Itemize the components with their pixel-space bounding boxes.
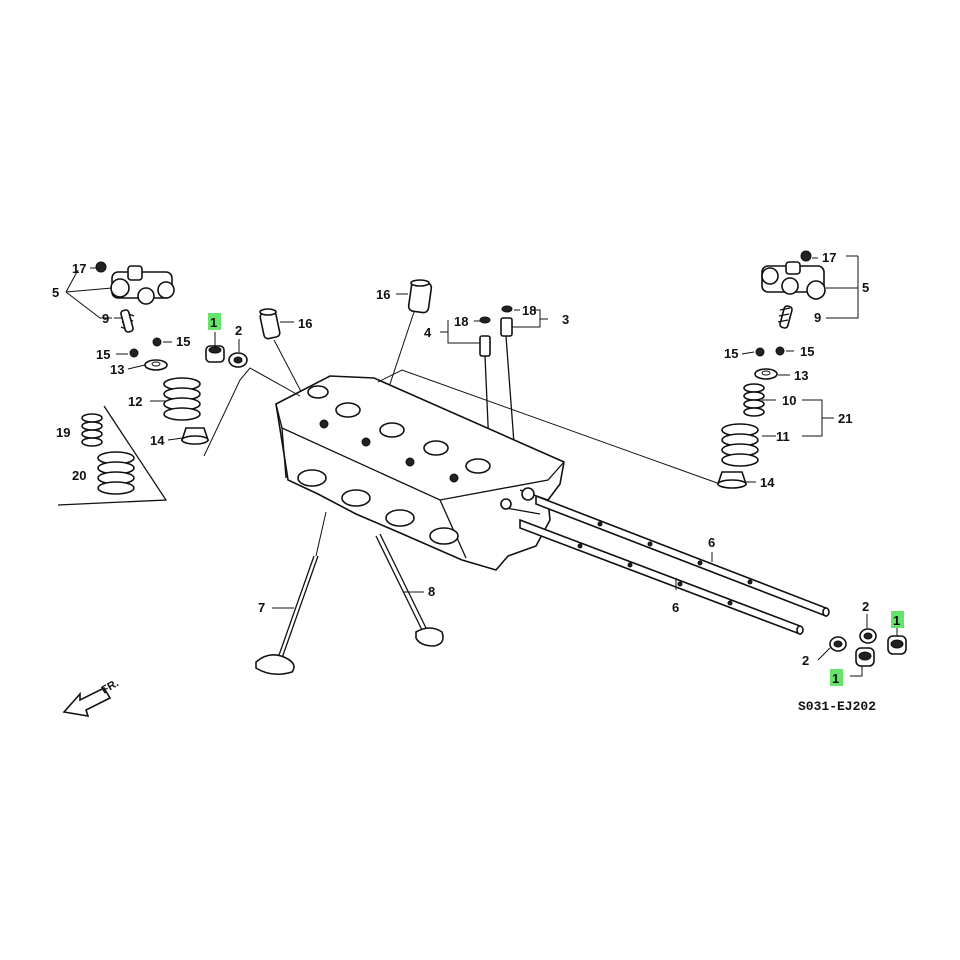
right-lash-adjuster-spring [777, 305, 793, 329]
left-spring-retainer [144, 359, 168, 371]
callout-14-left: 14 [150, 433, 165, 448]
right-rocker-arm-group [761, 250, 826, 300]
left-leaders [65, 267, 184, 441]
diagram-code: S031-EJ202 [798, 699, 876, 714]
callout-18-b: 18 [522, 303, 536, 318]
callout-8: 8 [428, 584, 435, 599]
left-lash-adjuster-spring [120, 309, 135, 333]
callout-10: 10 [782, 393, 796, 408]
callout-15-left-a: 15 [176, 334, 190, 349]
callout-13-left: 13 [110, 362, 124, 377]
callout-12-left: 12 [128, 394, 142, 409]
callout-7: 7 [258, 600, 265, 615]
callout-5-left: 5 [52, 285, 59, 300]
br-seal-lower [855, 647, 875, 667]
br-washer-upper [859, 628, 877, 644]
callout-2-top: 2 [235, 323, 242, 338]
valve-guide-left [259, 308, 281, 340]
callout-9-right: 9 [814, 310, 821, 325]
front-direction-arrow: FR. [62, 677, 121, 718]
shaft-leaders [675, 552, 713, 590]
callout-14-right: 14 [760, 475, 775, 490]
left-inner-spring-19 [81, 413, 103, 447]
callout-6-b: 6 [672, 600, 679, 615]
left-outer-spring-20 [97, 451, 135, 495]
rocker-shaft-upper [535, 494, 830, 618]
left-valve-spring-12 [163, 377, 201, 421]
valve-8 [375, 533, 444, 647]
callout-2-br-a: 2 [862, 599, 869, 614]
left-rocker-arm-group [95, 261, 175, 305]
cylinder-head [275, 375, 565, 571]
callout-11: 11 [776, 429, 790, 444]
top-valve-seal [205, 345, 225, 363]
front-direction-label: FR. [100, 677, 121, 696]
callout-15-right-a: 15 [724, 346, 738, 361]
right-outer-spring-11 [721, 423, 759, 467]
right-leaders [741, 255, 859, 483]
callout-17-left: 17 [72, 261, 86, 276]
callout-15-left-b: 15 [96, 347, 110, 362]
callout-9-left: 9 [102, 311, 109, 326]
sensor-leaders [440, 309, 548, 344]
callout-19: 19 [56, 425, 70, 440]
highlight-1-br-a [891, 611, 904, 628]
callout-2-br-b: 2 [802, 653, 809, 668]
highlight-1-top [208, 313, 221, 330]
callout-1-top: 1 [210, 315, 217, 330]
callout-3: 3 [562, 312, 569, 327]
callout-20: 20 [72, 468, 86, 483]
br-seal-upper [887, 635, 907, 655]
left-spring-seat-14 [180, 427, 210, 445]
callout-16-a: 16 [298, 316, 312, 331]
right-spring-seat-14 [716, 471, 748, 489]
callout-5-right: 5 [862, 280, 869, 295]
highlight-1-br-b [830, 669, 843, 686]
callout-1-br-b: 1 [832, 671, 839, 686]
left-head-leader [203, 367, 301, 457]
valve-guide-center [407, 279, 433, 314]
callout-4: 4 [424, 325, 432, 340]
callout-16-b: 16 [376, 287, 390, 302]
right-spring-retainer [754, 368, 778, 380]
callout-21: 21 [838, 411, 852, 426]
left-small-pins [129, 337, 162, 358]
callout-18-a: 18 [454, 314, 468, 329]
valve-7-leader [272, 511, 327, 609]
right-small-pins [755, 346, 785, 357]
callout-6-a: 6 [708, 535, 715, 550]
br-leaders [817, 614, 898, 677]
callout-1-br-a: 1 [893, 613, 900, 628]
valve-7 [255, 555, 319, 676]
callout-13-right: 13 [794, 368, 808, 383]
callout-17-right: 17 [822, 250, 836, 265]
right-inner-spring-10 [743, 383, 765, 417]
br-washer-lower [829, 636, 847, 652]
top-washer [228, 352, 248, 368]
top-seal-leaders [214, 332, 240, 352]
rocker-shaft-lower [519, 518, 804, 636]
right-head-leader [377, 369, 721, 485]
callout-15-right-b: 15 [800, 344, 814, 359]
left-group-bracket [57, 405, 168, 506]
